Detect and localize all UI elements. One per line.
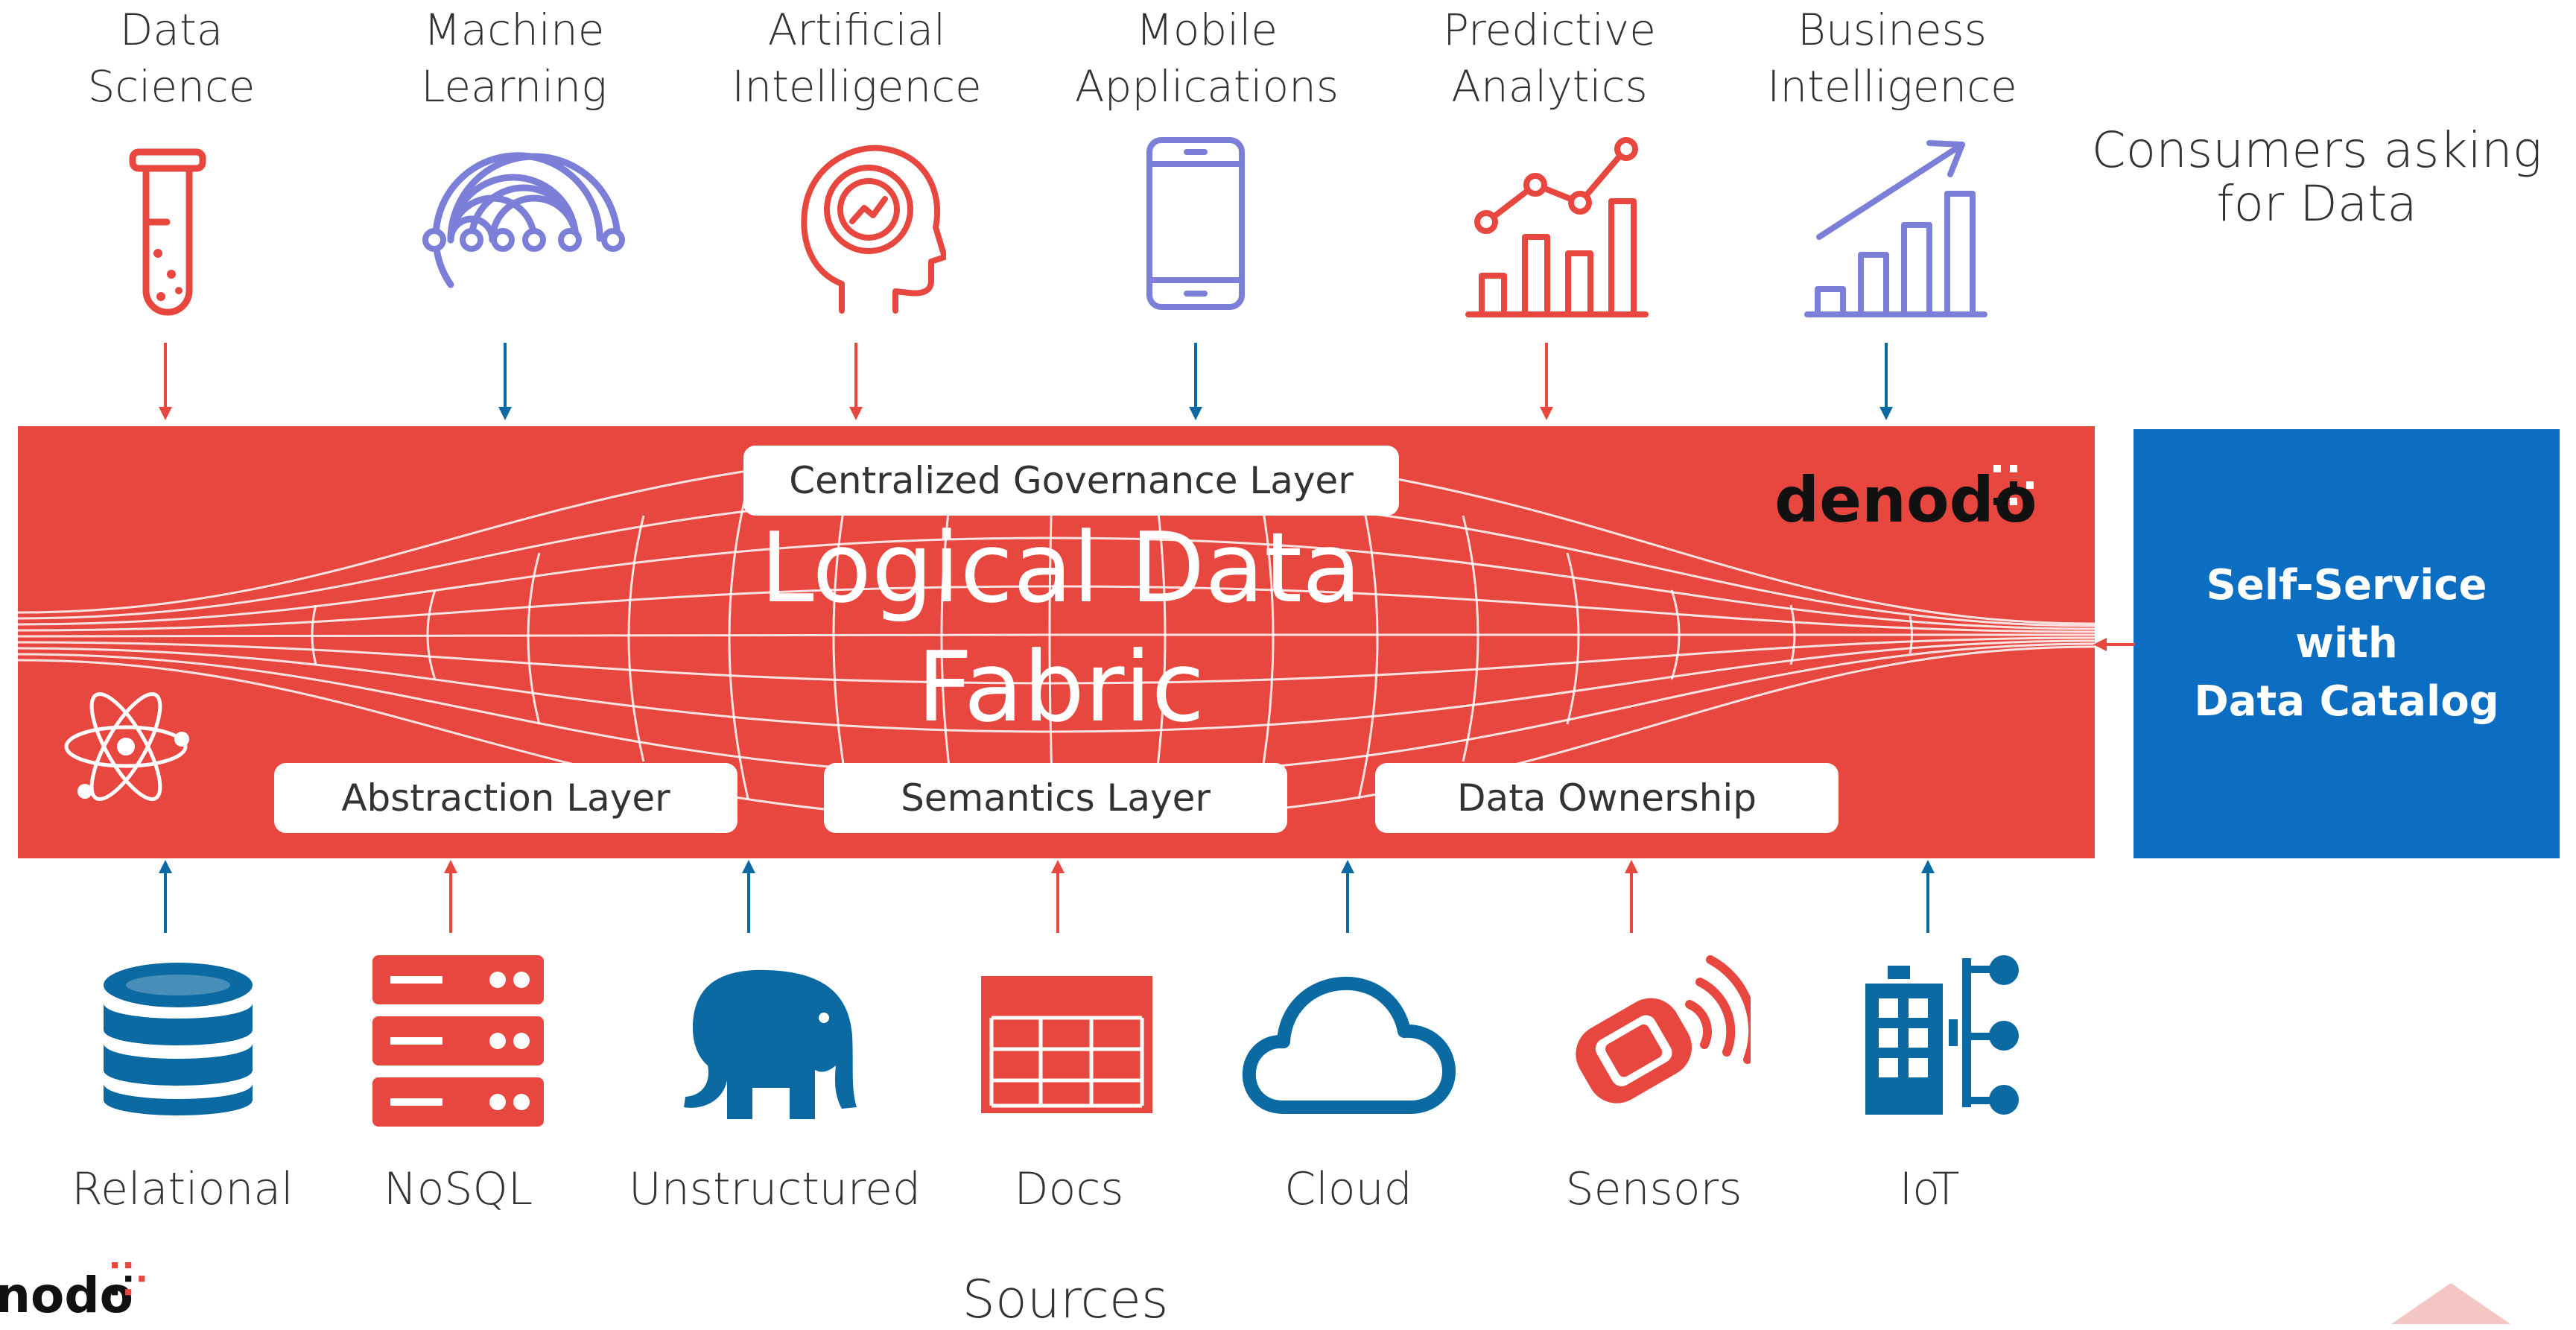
arrow-business-intelligence xyxy=(1879,343,1893,420)
semantics-layer: Semantics Layer xyxy=(824,763,1287,833)
database-icon xyxy=(104,963,253,1115)
data-ownership: Data Ownership xyxy=(1375,763,1839,833)
iot-building-icon xyxy=(1865,955,2019,1115)
source-label-docs: Docs xyxy=(1014,1163,1124,1215)
arrow-predictive-analytics xyxy=(1540,343,1553,420)
arrow-relational xyxy=(159,860,172,933)
arrow-nosql xyxy=(444,860,457,933)
arrow-mobile-applications xyxy=(1189,343,1202,420)
arrow-iot xyxy=(1921,860,1935,933)
corner-decoration-shape xyxy=(2391,1283,2510,1324)
footer-denodo-logo: nodo xyxy=(0,1267,133,1324)
centralized-governance-layer: Centralized Governance Layer xyxy=(743,446,1399,516)
atom-icon xyxy=(64,692,189,801)
smartphone-icon xyxy=(1146,137,1245,310)
growth-bar-chart-icon xyxy=(1804,140,1987,317)
arrow-data-science xyxy=(159,343,172,420)
source-label-iot: IoT xyxy=(1899,1163,1960,1215)
arrow-cloud xyxy=(1341,860,1354,933)
sources-heading: Sources xyxy=(962,1269,1169,1330)
self-service-data-catalog: Self-Service with Data Catalog xyxy=(2134,429,2560,858)
source-label-sensors: Sensors xyxy=(1565,1163,1742,1215)
logical-data-fabric-panel: Centralized Governance Layer Logical Dat… xyxy=(18,426,2095,858)
denodo-logo: denodo xyxy=(1774,463,2037,536)
source-label-relational: Relational xyxy=(72,1163,294,1215)
cloud-icon xyxy=(1242,976,1456,1114)
elephant-icon xyxy=(684,969,857,1119)
line-bar-chart-icon xyxy=(1465,137,1649,317)
spreadsheet-icon xyxy=(981,976,1152,1113)
source-label-nosql: NoSQL xyxy=(383,1163,533,1215)
arrow-self-service-to-fabric xyxy=(2093,638,2135,651)
test-tube-icon xyxy=(129,148,206,316)
arrow-machine-learning xyxy=(498,343,512,420)
server-rack-icon xyxy=(372,955,544,1127)
arrow-unstructured xyxy=(742,860,755,933)
source-label-cloud: Cloud xyxy=(1284,1163,1412,1215)
brain-head-icon xyxy=(801,145,946,314)
denodo-logo-dots-icon xyxy=(1993,465,2034,505)
wearable-sensor-icon xyxy=(1576,955,1751,1103)
arrow-sensors xyxy=(1625,860,1638,933)
neural-network-icon xyxy=(422,152,625,288)
abstraction-layer: Abstraction Layer xyxy=(274,763,737,833)
arrow-docs xyxy=(1051,860,1065,933)
source-label-unstructured: Unstructured xyxy=(628,1163,921,1215)
arrow-artificial-intelligence xyxy=(849,343,863,420)
footer-logo-dots-icon xyxy=(112,1262,145,1296)
